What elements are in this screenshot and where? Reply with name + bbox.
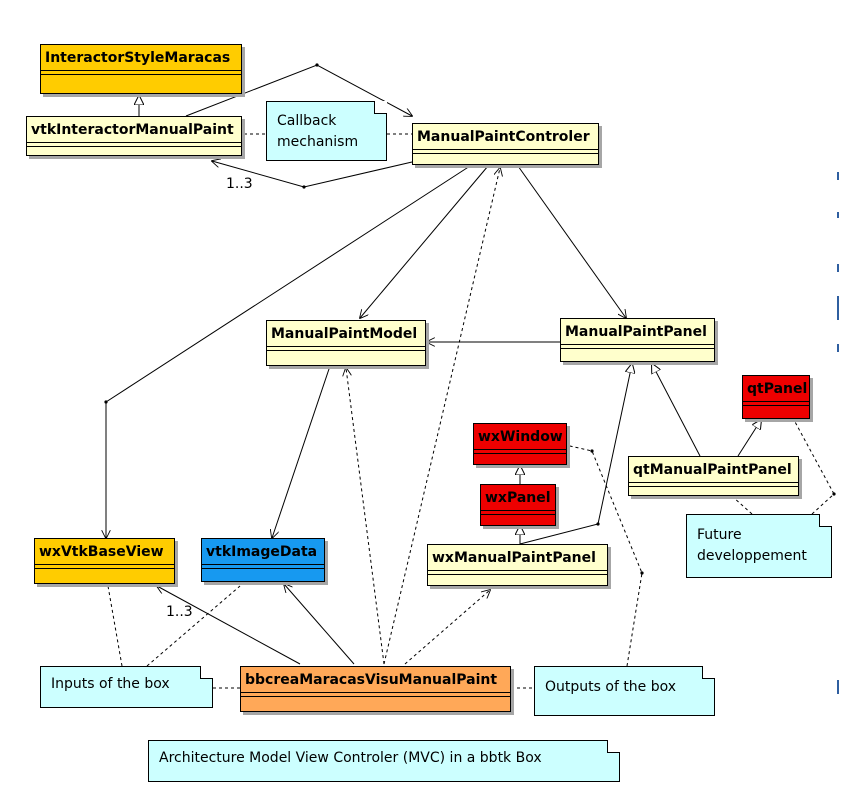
bend-point — [315, 63, 319, 67]
note-outputs-of-the-box: Outputs of the box — [534, 666, 715, 716]
dependency-box-wxmanualpaint — [404, 590, 490, 665]
dependency-box-controler — [383, 168, 500, 665]
class-manual-paint-model[interactable]: ManualPaintModel — [266, 320, 426, 366]
assoc-box-imagedata — [284, 584, 355, 665]
class-manual-paint-controler[interactable]: ManualPaintControler — [412, 123, 599, 165]
class-vtk-interactor-manual-paint[interactable]: vtkInteractorManualPaint — [26, 116, 242, 156]
multiplicity-controler-interactor: 1..3 — [226, 176, 253, 192]
note-fold-icon — [607, 740, 620, 753]
anchor-future-qtpanel — [793, 419, 835, 515]
generalization-qtmanual-manualpaintpanel — [652, 364, 701, 457]
class-bbcrea-maracas-visu-manual-paint[interactable]: bbcreaMaracasVisuManualPaint — [240, 666, 511, 712]
class-name: qtManualPaintPanel — [633, 462, 792, 478]
assoc-model-imagedata — [272, 365, 331, 538]
class-name: InteractorStyleMaracas — [45, 50, 231, 66]
class-vtk-image-data[interactable]: vtkImageData — [201, 538, 325, 582]
note-architecture-mvc: Architecture Model View Controler (MVC) … — [148, 740, 620, 782]
anchor-inputs-imagedata — [146, 585, 241, 667]
right-edge-mark — [837, 296, 839, 320]
class-name: wxWindow — [478, 429, 563, 445]
anchor-inputs-baseview — [107, 585, 123, 667]
class-name: qtPanel — [747, 381, 808, 397]
class-wx-window[interactable]: wxWindow — [473, 423, 567, 465]
right-edge-mark — [837, 264, 839, 272]
class-interactor-style-maracas[interactable]: InteractorStyleMaracas — [40, 44, 242, 94]
class-name: vtkImageData — [206, 544, 318, 560]
class-wx-panel[interactable]: wxPanel — [480, 484, 556, 526]
note-future-developpement: Future developpement — [686, 514, 832, 578]
note-fold-icon — [374, 101, 387, 114]
assoc-box-baseview — [157, 586, 301, 665]
right-edge-mark — [837, 680, 839, 694]
class-name: ManualPaintControler — [417, 129, 590, 145]
note-fold-icon — [819, 514, 832, 527]
bend-point — [832, 492, 836, 496]
class-name: vtkInteractorManualPaint — [31, 122, 234, 138]
class-name: ManualPaintPanel — [565, 324, 707, 340]
bend-point — [640, 571, 644, 575]
class-name: ManualPaintModel — [271, 326, 418, 342]
assoc-controler-panel — [517, 165, 626, 318]
class-manual-paint-panel[interactable]: ManualPaintPanel — [560, 318, 715, 362]
bend-point — [590, 449, 594, 453]
right-edge-mark — [837, 172, 839, 180]
class-wx-vtk-base-view[interactable]: wxVtkBaseView — [34, 538, 175, 584]
note-fold-icon — [200, 666, 213, 679]
dependency-box-model — [346, 368, 385, 665]
class-wx-manual-paint-panel[interactable]: wxManualPaintPanel — [427, 544, 608, 586]
note-fold-icon — [702, 666, 715, 679]
bend-point — [104, 400, 108, 404]
bend-point — [596, 522, 600, 526]
multiplicity-box-baseview: 1..3 — [166, 604, 193, 620]
right-edge-mark — [837, 344, 839, 352]
bend-point — [302, 185, 306, 189]
class-name: wxPanel — [485, 490, 551, 506]
note-inputs-of-the-box: Inputs of the box — [40, 666, 213, 708]
note-callback-mechanism: Callback mechanism — [266, 101, 387, 161]
class-name: wxVtkBaseView — [39, 544, 164, 560]
right-edge-mark — [837, 212, 839, 218]
class-qt-panel[interactable]: qtPanel — [742, 375, 810, 419]
class-name: wxManualPaintPanel — [432, 550, 596, 566]
anchor-future-qtmanual — [733, 497, 753, 515]
generalization-qtmanual-qtpanel — [737, 420, 761, 457]
class-qt-manual-paint-panel[interactable]: qtManualPaintPanel — [628, 456, 799, 496]
assoc-controler-model — [360, 165, 489, 318]
class-name: bbcreaMaracasVisuManualPaint — [245, 672, 498, 688]
